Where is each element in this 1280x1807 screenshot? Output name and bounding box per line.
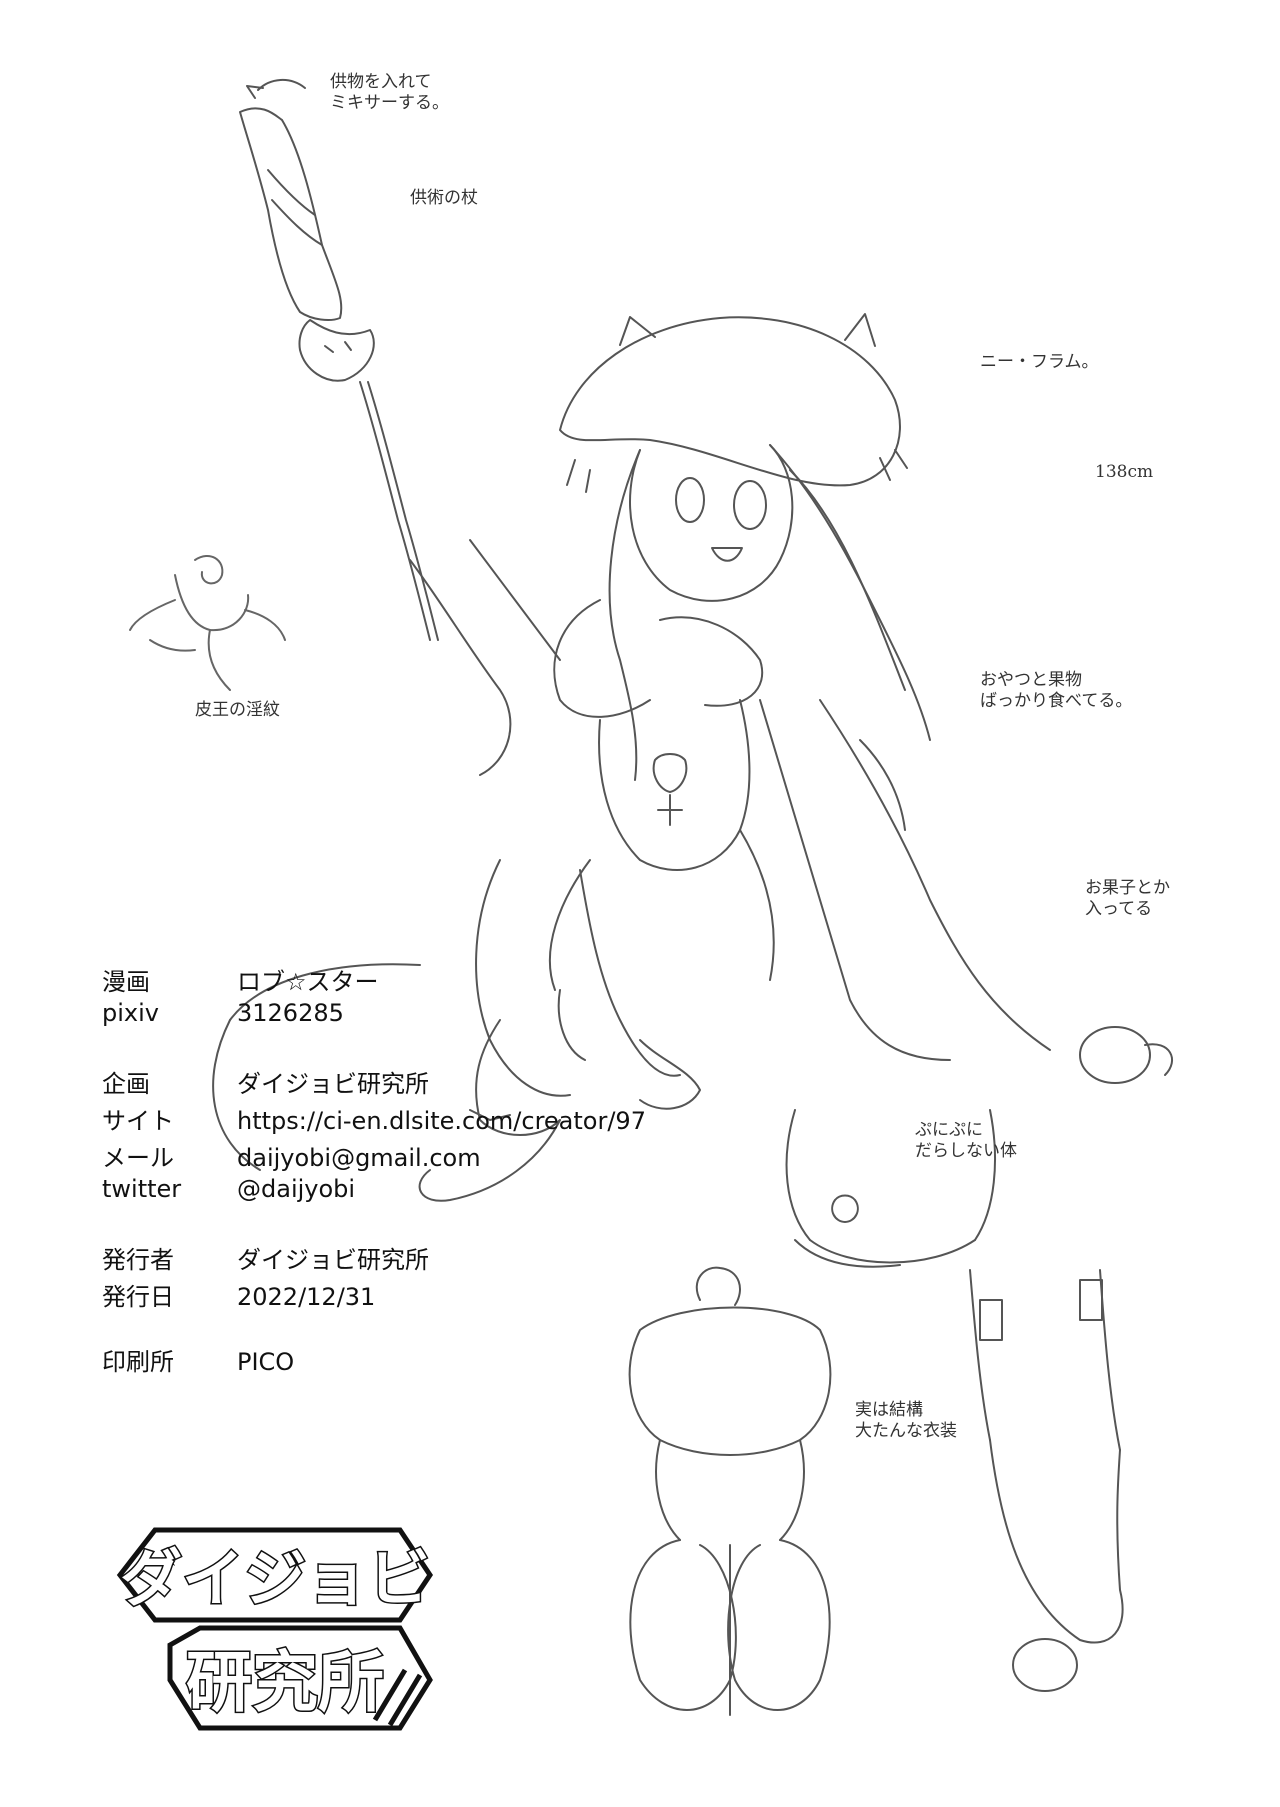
circle-logo: ダイジョビ 研究所 [116, 1527, 434, 1731]
note-outfit: 実は結構 大たんな衣装 [855, 1400, 957, 1442]
note-crest: 皮王の淫紋 [195, 700, 280, 720]
credit-row: 企画 ダイジョビ研究所 [102, 1064, 646, 1101]
logo-line1: ダイジョビ [120, 1542, 430, 1615]
logo-line2: 研究所 [186, 1644, 384, 1721]
twitter-handle: @daijyobi [237, 1175, 356, 1203]
credit-label: メール [102, 1144, 174, 1172]
boot-sketch [969, 1269, 1124, 1692]
credit-label: 印刷所 [102, 1348, 174, 1376]
credit-row: 発行者 ダイジョビ研究所 [102, 1240, 646, 1277]
credit-value: PICO [237, 1348, 295, 1376]
back-view-sketch [628, 1266, 832, 1716]
robe-sketch [212, 539, 1174, 1171]
credit-row: 印刷所 PICO [102, 1342, 646, 1379]
hat-sketch [559, 313, 908, 493]
credit-value: 3126285 [237, 999, 344, 1027]
crest-sketch [129, 555, 286, 691]
publish-date: 2022/12/31 [237, 1283, 376, 1311]
note-height: 138cm [1095, 462, 1154, 482]
credit-label: 漫画 [102, 968, 150, 996]
credit-label: pixiv [102, 999, 159, 1027]
note-sleeve: お果子とか 入ってる [1085, 878, 1170, 920]
note-offering-mixer: 供物を入れて ミキサーする。 [330, 72, 449, 114]
head-sketch [608, 444, 931, 781]
credit-label: 企画 [102, 1070, 150, 1098]
email-address: daijyobi@gmail.com [237, 1144, 481, 1172]
staff-sketch [239, 79, 439, 641]
credit-label: 発行者 [102, 1246, 174, 1274]
credit-value: ダイジョビ研究所 [237, 1070, 429, 1098]
credit-row: twitter @daijyobi [102, 1175, 646, 1212]
credit-label: 発行日 [102, 1283, 174, 1311]
note-snacks: おやつと果物 ばっかり食べてる。 [980, 670, 1133, 712]
credit-row: サイト https://ci-en.dlsite.com/creator/97 [102, 1101, 646, 1138]
credit-row: メール daijyobi@gmail.com [102, 1138, 646, 1175]
credit-value: ロブ☆スター [237, 968, 379, 996]
credit-row: 漫画 ロブ☆スター [102, 962, 646, 999]
credit-label: サイト [102, 1107, 174, 1135]
note-staff: 供術の杖 [410, 188, 478, 208]
credit-row: 発行日 2022/12/31 [102, 1277, 646, 1314]
note-character-name: ニー・フラム。 [980, 352, 1099, 372]
torso-detail-sketch [785, 1109, 996, 1268]
site-url: https://ci-en.dlsite.com/creator/97 [237, 1107, 646, 1135]
credit-row: pixiv 3126285 [102, 999, 646, 1036]
body-sketch [548, 599, 775, 1061]
colophon: 漫画 ロブ☆スター pixiv 3126285 企画 ダイジョビ研究所 サイト … [102, 962, 646, 1379]
note-body: ぷにぷに だらしない体 [915, 1120, 1017, 1162]
credit-value: ダイジョビ研究所 [237, 1246, 429, 1274]
credit-label: twitter [102, 1175, 182, 1203]
legs-sketch [418, 859, 701, 1202]
